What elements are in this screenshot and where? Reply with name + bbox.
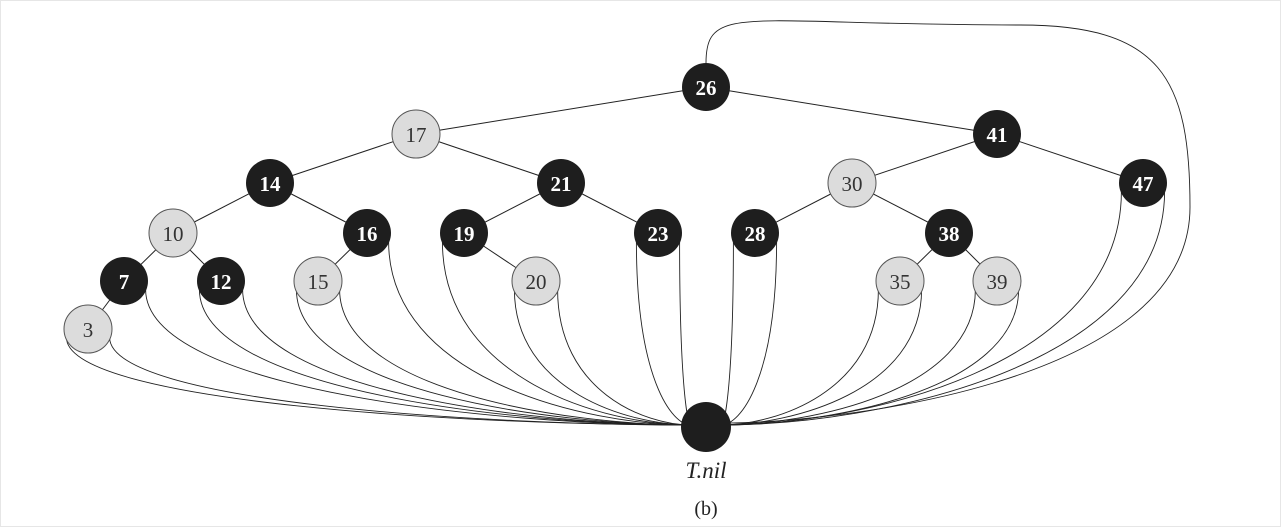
tree-node-35: 35 bbox=[875, 256, 925, 306]
node-circle-7 bbox=[100, 257, 148, 305]
tree-node-41: 41 bbox=[973, 110, 1021, 158]
nil-edge-16-right bbox=[388, 241, 692, 426]
tree-node-3: 3 bbox=[63, 304, 113, 354]
node-circle-14 bbox=[246, 159, 294, 207]
node-circle-15 bbox=[293, 256, 343, 306]
nil-edge-39-left bbox=[720, 289, 976, 426]
node-key-19: 19 bbox=[454, 222, 475, 246]
nil-edge-12-right bbox=[242, 289, 692, 426]
node-key-14: 14 bbox=[260, 172, 282, 196]
tree-node-39: 39 bbox=[972, 256, 1022, 306]
tree-node-28: 28 bbox=[731, 209, 779, 257]
node-circle-12 bbox=[197, 257, 245, 305]
node-circle-16 bbox=[343, 209, 391, 257]
tree-node-23: 23 bbox=[634, 209, 682, 257]
nil-edge-3-left bbox=[65, 337, 692, 426]
nil-edge-3-right bbox=[109, 337, 692, 426]
edge-17-21 bbox=[415, 133, 562, 184]
nil-edge-47-left bbox=[720, 191, 1122, 426]
node-key-20: 20 bbox=[526, 270, 547, 294]
nil-edge-23-right bbox=[679, 241, 692, 426]
node-key-10: 10 bbox=[163, 222, 184, 246]
node-key-3: 3 bbox=[83, 318, 94, 342]
tree-node-26: 26 bbox=[682, 63, 730, 111]
node-key-30: 30 bbox=[842, 172, 863, 196]
node-circle-28 bbox=[731, 209, 779, 257]
node-key-15: 15 bbox=[308, 270, 329, 294]
tree-node-7: 7 bbox=[100, 257, 148, 305]
nil-edge-12-left bbox=[198, 289, 692, 426]
nil-edge-20-right bbox=[557, 289, 692, 426]
nil-edge-35-left bbox=[720, 289, 879, 426]
node-circle-38 bbox=[925, 209, 973, 257]
nil-edge-19-left bbox=[441, 241, 692, 426]
node-key-38: 38 bbox=[939, 222, 960, 246]
tree-nodes: 26 17 41 14 21 30 47 10 16 19 23 28 38 7 12 15 20 35 39 3 bbox=[63, 63, 1167, 452]
node-circle-30 bbox=[827, 158, 877, 208]
edge-26-41 bbox=[705, 86, 998, 135]
nil-edge-23-left bbox=[635, 241, 692, 426]
nil-edges bbox=[65, 20, 1191, 426]
node-circle-47 bbox=[1119, 159, 1167, 207]
edge-26-17 bbox=[415, 86, 707, 135]
figure-caption: (b) bbox=[694, 498, 718, 520]
nil-edge-15-right bbox=[339, 289, 692, 426]
node-circle-17 bbox=[391, 109, 441, 159]
tree-node-17: 17 bbox=[391, 109, 441, 159]
tree-node-21: 21 bbox=[537, 159, 585, 207]
nil-edge-47-right bbox=[720, 191, 1166, 426]
nil-edge-28-left bbox=[720, 241, 734, 426]
nil-edge-7-right bbox=[145, 289, 692, 426]
node-key-23: 23 bbox=[648, 222, 669, 246]
tree-node-47: 47 bbox=[1119, 159, 1167, 207]
node-circle-19 bbox=[440, 209, 488, 257]
node-key-7: 7 bbox=[119, 270, 130, 294]
tree-node-15: 15 bbox=[293, 256, 343, 306]
node-circle-20 bbox=[511, 256, 561, 306]
root-parent-nil-edge bbox=[705, 20, 1191, 424]
nil-edge-15-left bbox=[295, 289, 692, 426]
tree-node-14: 14 bbox=[246, 159, 294, 207]
tree-node-38: 38 bbox=[925, 209, 973, 257]
tree-node-20: 20 bbox=[511, 256, 561, 306]
node-circle-39 bbox=[972, 256, 1022, 306]
tree-node-10: 10 bbox=[148, 208, 198, 258]
tree-node-16: 16 bbox=[343, 209, 391, 257]
node-key-39: 39 bbox=[987, 270, 1008, 294]
node-circle-21 bbox=[537, 159, 585, 207]
node-key-28: 28 bbox=[745, 222, 766, 246]
tree-node-30: 30 bbox=[827, 158, 877, 208]
node-circle-10 bbox=[148, 208, 198, 258]
nil-edge-39-right bbox=[720, 289, 1020, 426]
node-key-12: 12 bbox=[211, 270, 232, 294]
nil-edge-35-right bbox=[720, 289, 923, 426]
node-key-21: 21 bbox=[551, 172, 572, 196]
node-key-16: 16 bbox=[357, 222, 378, 246]
node-key-35: 35 bbox=[890, 270, 911, 294]
nil-sentinel-node bbox=[681, 402, 731, 452]
tree-node-19: 19 bbox=[440, 209, 488, 257]
node-circle-35 bbox=[875, 256, 925, 306]
node-key-41: 41 bbox=[987, 123, 1008, 147]
node-circle-3 bbox=[63, 304, 113, 354]
tree-node-12: 12 bbox=[197, 257, 245, 305]
nil-edge-28-right bbox=[720, 241, 778, 426]
edge-41-30 bbox=[851, 133, 998, 184]
node-circle-41 bbox=[973, 110, 1021, 158]
nil-label: T.nil bbox=[685, 458, 727, 483]
node-key-17: 17 bbox=[406, 123, 427, 147]
nil-edge-20-left bbox=[513, 289, 692, 426]
node-circle-23 bbox=[634, 209, 682, 257]
edge-17-14 bbox=[269, 133, 417, 184]
edge-41-47 bbox=[996, 133, 1144, 184]
node-key-47: 47 bbox=[1133, 172, 1154, 196]
node-key-26: 26 bbox=[696, 76, 717, 100]
node-circle-26 bbox=[682, 63, 730, 111]
